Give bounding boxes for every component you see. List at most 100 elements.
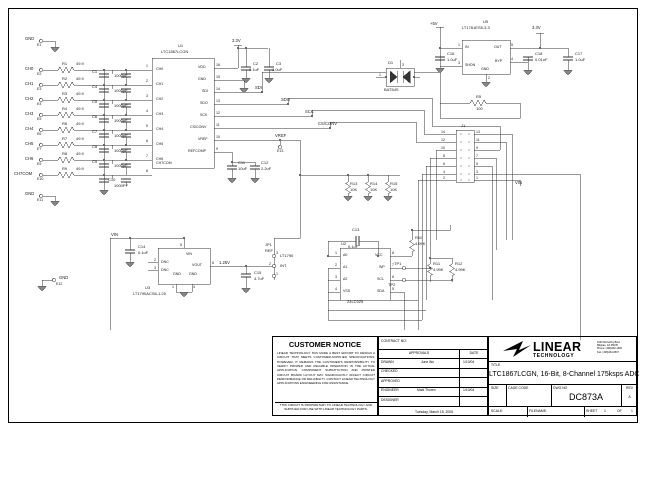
print-date: Tuesday, March 15, 2005 (414, 409, 454, 414)
u3-refdes: U3 (145, 285, 151, 290)
testpoint-tp2: TP2 (388, 282, 396, 287)
net-label-sdi: SDI (255, 85, 262, 90)
net-label-vin-right: VIN (515, 180, 522, 185)
approval-role-0: DRAWN (381, 359, 394, 364)
u3-pin-num-2: 2 (154, 258, 156, 262)
u1-pin-name-7: CH6 (156, 157, 164, 161)
res-ref-r8: R8 (62, 151, 68, 156)
u1-pin-num-9: 9 (216, 147, 218, 151)
j1-refdes: J1 (461, 123, 466, 128)
u5-pin-name-shdn: SHDN (465, 63, 476, 67)
cap-ref-c10: C10 (108, 177, 116, 182)
jp1-pin-3: 3 (276, 251, 278, 255)
u5-pin-num-4: 4 (511, 57, 513, 61)
scale-label: SCALE: (491, 409, 504, 413)
net-label-125v: 1.25V (219, 260, 230, 265)
j1-pin-5: 5 (476, 162, 478, 166)
j1-pin-4: 4 (443, 170, 445, 174)
net-label-5v: +5V (430, 21, 438, 26)
channel-label-0: CH0 (25, 66, 34, 71)
jp1-refdes: JP1 (265, 242, 272, 247)
rev-value: A (628, 395, 631, 399)
cap-ref-c17: C17 (575, 51, 583, 56)
cap-ref-c4: C4 (92, 84, 98, 89)
u3-pin-name-gnd1: GND (173, 272, 181, 276)
cap-ref-c9: C9 (92, 159, 98, 164)
u5-part: LT1761ES5-3.3 (462, 25, 490, 30)
cap-ref-c11: C11 (238, 160, 246, 165)
cap-ref-c18: C18 (535, 51, 543, 56)
channel-label-2: CH2 (25, 96, 34, 101)
dwg-no-label: DWG.NO (553, 386, 568, 390)
res-val-r8: 49.9 (76, 151, 84, 156)
cap-val-c5: 1000pF (114, 103, 128, 108)
u2-pin-num-6: 6 (392, 275, 394, 279)
u3-pin-num-6: 6 (212, 261, 214, 265)
sheet-label: SHEET (586, 409, 598, 413)
approval-date-3: 1/10/04 (463, 388, 475, 392)
u2-pin-num-4: 4 (335, 287, 337, 291)
ref-e13: E13 (277, 149, 284, 153)
u1-pin-num-14: 14 (216, 87, 220, 91)
size-label: SIZE (491, 386, 499, 390)
cap-val-c8: 1000pF (114, 148, 128, 153)
channel-label-1: CH1 (25, 81, 34, 86)
res-val-r12: 4.99K (455, 267, 466, 272)
res-ref-r7: R7 (62, 136, 68, 141)
u5-pin-num-2: 2 (488, 76, 490, 80)
cap-ref-c3: C3 (276, 61, 282, 66)
testpoint-tp1: TP1 (394, 261, 402, 266)
res-val-r14: 10K (370, 187, 378, 192)
channel-ref-6: E9 (37, 162, 42, 166)
u1-pin-num-13: 13 (216, 99, 220, 103)
cap-val-c15: 4.7uF (254, 276, 265, 281)
u1-pin-name-8: CH7COM (156, 161, 172, 165)
u1-pin-name-12: SCK (200, 113, 208, 117)
of-label: OF (617, 409, 622, 413)
j1-pin-9: 9 (476, 146, 478, 150)
channel-ref-0: E2 (37, 72, 42, 76)
u2-pin-num-8: 8 (392, 251, 394, 255)
u1-pin-name-2: CH1 (156, 82, 164, 86)
res-val-r2: 49.9 (76, 76, 84, 81)
u1-pin-num-11: 11 (216, 123, 220, 127)
cap-val-c11: 10uF (238, 166, 248, 171)
channel-label-7: CH7COM (14, 171, 33, 176)
res-ref-r4: R4 (62, 106, 68, 111)
cap-ref-c12: C12 (261, 160, 269, 165)
j1-pin-2: 2 (443, 176, 445, 180)
customer-notice-cell: CUSTOMER NOTICE LINEAR TECHNOLOGY HAS MA… (272, 336, 378, 416)
channel-label-5: CH5 (25, 141, 34, 146)
approval-name-3: Mark Thoren (417, 388, 436, 392)
res-ref-r11: R11 (433, 261, 441, 266)
net-label-sdo: SDO (281, 97, 291, 102)
jp1-option-int: INT. (280, 263, 288, 268)
u3-pin-name-gnd2: GND (189, 272, 197, 276)
u1-pin-name-13: SDO (200, 101, 208, 105)
title-info-cell: LINEAR TECHNOLOGY 1630 McCarthy Blvd. Mi… (488, 336, 639, 417)
cap-val-c3: 1.0uF (272, 67, 283, 72)
cap-val-c12: 2.2uF (261, 166, 272, 171)
u1-pin-name-1: CH0 (156, 67, 164, 71)
net-label-3v3-b: 3.3V (532, 25, 541, 30)
u1-pin-name-9: REFCOMP (188, 149, 206, 153)
res-val-r15: 10K (390, 187, 398, 192)
cap-val-c1: 1000pF (114, 73, 128, 78)
channel-label-4: CH4 (25, 126, 34, 131)
approval-role-3: ENGINEER (381, 388, 399, 392)
net-label-gnd-bottom: GND (25, 191, 35, 196)
cap-ref-c6: C6 (92, 114, 98, 119)
res-ref-r14: R14 (370, 181, 378, 186)
res-ref-r6: R6 (62, 121, 68, 126)
j1-pin-10: 10 (441, 146, 445, 150)
res-val-r6: 49.9 (76, 121, 84, 126)
channel-ref-5: E7 (37, 147, 42, 151)
j1-pin-13: 13 (476, 130, 480, 134)
u2-pin-name-a2: A2 (343, 277, 348, 281)
cap-val-c16: 1.0uF (447, 57, 458, 62)
u5-pin-name-gnd: GND (481, 67, 489, 71)
res-ref-r2: R2 (62, 76, 68, 81)
u5-pin-num-5: 5 (511, 43, 513, 47)
u1-pin-name-14: SDI (202, 89, 208, 93)
